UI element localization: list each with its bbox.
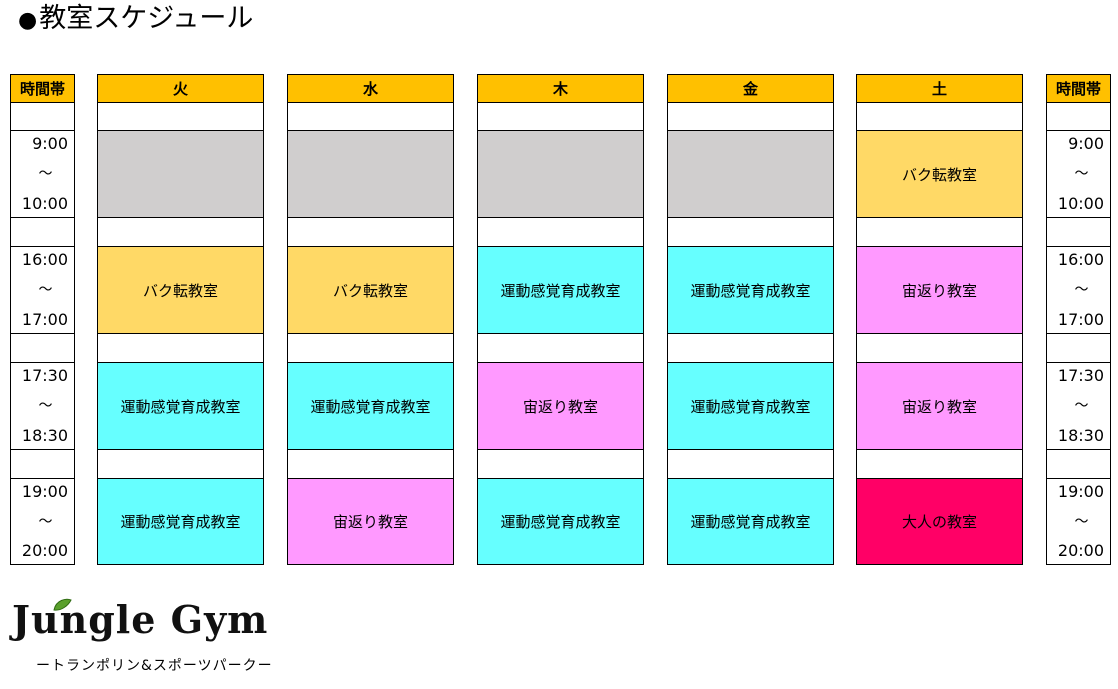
time-end: 20:00 xyxy=(21,541,68,560)
time-slot: 17:30 〜 18:30 xyxy=(10,362,75,450)
time-start: 9:00 xyxy=(32,134,68,153)
time-header: 時間帯 xyxy=(10,74,75,103)
day-header: 木 xyxy=(477,74,644,103)
gap-row xyxy=(856,217,1023,247)
gap-row xyxy=(667,102,834,131)
time-end: 18:30 xyxy=(1057,426,1104,445)
gap-row xyxy=(287,333,454,363)
gap-row xyxy=(1046,102,1111,131)
class-cell: 運動感覚育成教室 xyxy=(477,478,644,565)
class-cell: バク転教室 xyxy=(97,246,264,334)
class-cell-empty xyxy=(667,130,834,218)
gap-row xyxy=(667,449,834,479)
gap-row xyxy=(856,333,1023,363)
time-start: 17:30 xyxy=(1057,366,1104,385)
gap-row xyxy=(856,449,1023,479)
time-end: 10:00 xyxy=(21,194,68,213)
time-end: 17:00 xyxy=(1057,310,1104,329)
time-start: 19:00 xyxy=(21,482,68,501)
time-slot: 19:00 〜 20:00 xyxy=(1046,478,1111,565)
time-separator: 〜 xyxy=(1074,398,1089,414)
class-cell: バク転教室 xyxy=(856,130,1023,218)
class-cell: 運動感覚育成教室 xyxy=(287,362,454,450)
time-separator: 〜 xyxy=(1074,282,1089,298)
gap-row xyxy=(477,333,644,363)
class-cell: 宙返り教室 xyxy=(477,362,644,450)
class-cell-empty xyxy=(287,130,454,218)
time-slot: 9:00 〜 10:00 xyxy=(1046,130,1111,218)
jungle-gym-logo: Jungle Gym ートランポリン&スポーツパークー xyxy=(12,598,282,686)
page-title-text: 教室スケジュール xyxy=(39,3,254,34)
time-end: 17:00 xyxy=(21,310,68,329)
class-cell: 運動感覚育成教室 xyxy=(667,362,834,450)
time-end: 20:00 xyxy=(1057,541,1104,560)
gap-row xyxy=(287,217,454,247)
gap-row xyxy=(856,102,1023,131)
class-cell: 宙返り教室 xyxy=(856,362,1023,450)
time-slot: 16:00 〜 17:00 xyxy=(10,246,75,334)
time-separator: 〜 xyxy=(1074,166,1089,182)
gap-row xyxy=(287,102,454,131)
time-slot: 19:00 〜 20:00 xyxy=(10,478,75,565)
leaf-icon xyxy=(53,598,72,611)
gap-row xyxy=(97,333,264,363)
class-cell: 運動感覚育成教室 xyxy=(477,246,644,334)
time-separator: 〜 xyxy=(38,398,53,414)
time-start: 16:00 xyxy=(1057,250,1104,269)
class-cell-empty xyxy=(97,130,264,218)
class-cell-empty xyxy=(477,130,644,218)
day-header: 水 xyxy=(287,74,454,103)
gap-row xyxy=(477,102,644,131)
gap-row xyxy=(1046,333,1111,363)
class-cell: 運動感覚育成教室 xyxy=(97,362,264,450)
class-cell: 宙返り教室 xyxy=(856,246,1023,334)
class-cell: 大人の教室 xyxy=(856,478,1023,565)
day-header: 火 xyxy=(97,74,264,103)
time-slot: 17:30 〜 18:30 xyxy=(1046,362,1111,450)
gap-row xyxy=(10,333,75,363)
time-separator: 〜 xyxy=(38,166,53,182)
day-header: 土 xyxy=(856,74,1023,103)
class-cell: 運動感覚育成教室 xyxy=(97,478,264,565)
time-end: 10:00 xyxy=(1057,194,1104,213)
class-cell: 運動感覚育成教室 xyxy=(667,478,834,565)
time-end: 18:30 xyxy=(21,426,68,445)
time-header: 時間帯 xyxy=(1046,74,1111,103)
gap-row xyxy=(1046,449,1111,479)
gap-row xyxy=(287,449,454,479)
class-cell: バク転教室 xyxy=(287,246,454,334)
time-start: 17:30 xyxy=(21,366,68,385)
time-slot: 16:00 〜 17:00 xyxy=(1046,246,1111,334)
time-separator: 〜 xyxy=(38,282,53,298)
gap-row xyxy=(10,102,75,131)
gap-row xyxy=(97,449,264,479)
time-separator: 〜 xyxy=(38,513,53,530)
gap-row xyxy=(477,217,644,247)
bullet-icon: ● xyxy=(18,8,38,33)
time-start: 9:00 xyxy=(1068,134,1104,153)
time-slot: 9:00 〜 10:00 xyxy=(10,130,75,218)
class-cell: 運動感覚育成教室 xyxy=(667,246,834,334)
gap-row xyxy=(667,217,834,247)
gap-row xyxy=(667,333,834,363)
gap-row xyxy=(1046,217,1111,247)
page-title: ●教室スケジュール xyxy=(18,4,253,34)
gap-row xyxy=(477,449,644,479)
class-cell: 宙返り教室 xyxy=(287,478,454,565)
gap-row xyxy=(97,102,264,131)
time-start: 19:00 xyxy=(1057,482,1104,501)
time-separator: 〜 xyxy=(1074,513,1089,530)
gap-row xyxy=(10,217,75,247)
gap-row xyxy=(10,449,75,479)
logo-name: Jungle Gym xyxy=(12,597,269,642)
day-header: 金 xyxy=(667,74,834,103)
time-start: 16:00 xyxy=(21,250,68,269)
logo-tagline: ートランポリン&スポーツパークー xyxy=(36,658,273,674)
gap-row xyxy=(97,217,264,247)
